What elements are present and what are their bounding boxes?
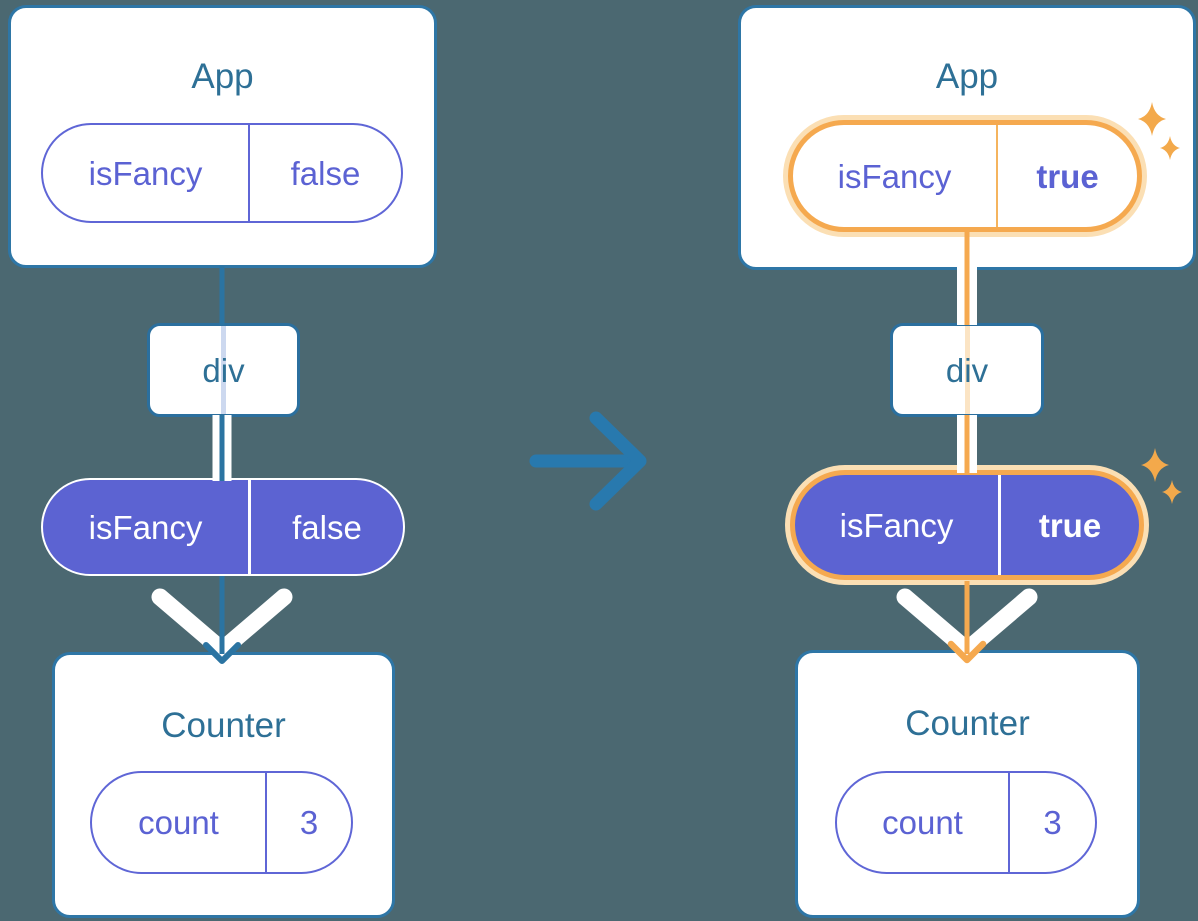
passed-prop-key: isFancy	[88, 508, 203, 546]
state-key: count	[138, 804, 219, 841]
state-key: count	[882, 804, 963, 841]
prop-key: isFancy	[837, 157, 952, 195]
div-box: div	[890, 323, 1044, 417]
counter-title: Counter	[161, 706, 286, 745]
passed-prop-value: true	[998, 475, 1139, 575]
div-label: div	[945, 351, 989, 389]
sparkle-icon	[1141, 448, 1169, 482]
transition-arrowhead-icon	[589, 411, 647, 511]
prop-pill: isFancy false	[41, 123, 403, 223]
div-box: div	[147, 323, 300, 417]
prop-key: isFancy	[88, 154, 203, 192]
state-value: 3	[265, 773, 351, 872]
passed-prop-pill-highlighted: isFancy true	[790, 470, 1144, 580]
sparkle-icon	[1162, 480, 1182, 504]
prop-value: false	[248, 125, 401, 221]
down-arrow-icon	[896, 588, 1038, 659]
prop-flow-line	[221, 326, 226, 414]
passed-prop-value: false	[248, 480, 403, 574]
div-label: div	[202, 351, 245, 389]
app-title: App	[191, 57, 254, 96]
down-arrow-icon	[151, 588, 293, 659]
state-value: 3	[1008, 773, 1095, 872]
prop-flow-line	[964, 326, 970, 414]
prop-pill-highlighted: isFancy true	[788, 120, 1142, 232]
state-pill: count 3	[90, 771, 353, 874]
state-pill: count 3	[835, 771, 1097, 874]
app-title: App	[935, 57, 999, 96]
passed-prop-pill: isFancy false	[41, 478, 405, 576]
passed-prop-key: isFancy	[839, 506, 954, 544]
prop-value: true	[996, 125, 1137, 227]
counter-title: Counter	[905, 704, 1030, 743]
